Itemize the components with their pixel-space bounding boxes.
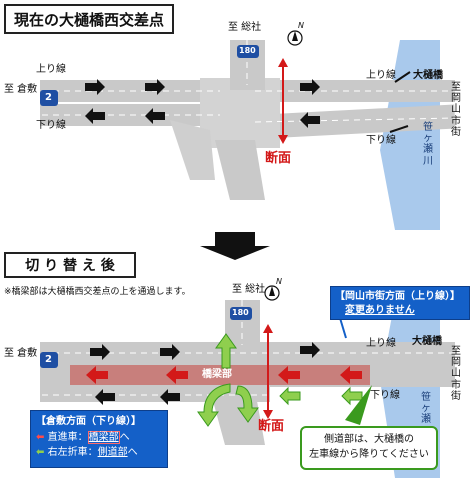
bottom-route2-shield (40, 352, 58, 368)
top-title: 現在の大樋橋西交差点 (4, 4, 174, 34)
top-road-sw (170, 120, 215, 180)
bottom-red-arrow-2 (166, 366, 188, 384)
kurashiki-row-straight: ⬅ 直進車：橋梁部へ (36, 430, 162, 446)
bottom-section-label: 断面 (258, 419, 285, 434)
bottom-north-letter: N (276, 277, 282, 286)
top-section-label: 断面 (265, 151, 292, 166)
top-north-letter: N (298, 21, 304, 30)
top-to-soja: 至 総社 (228, 22, 262, 33)
bottom-green-arrow-right1 (279, 386, 301, 406)
bottom-red-arrow-4 (340, 366, 362, 384)
bottom-route180-text: 180 (232, 308, 249, 317)
bottom-to-okayama: 至岡山市街 (451, 346, 461, 402)
top-arrow-2 (145, 79, 165, 95)
kurashiki-direction-box: 【倉敷方面（下り線）】 ⬅ 直進車：橋梁部へ ⬅ 右左折車：側道部へ (30, 410, 168, 468)
bottom-red-arrow-3 (278, 366, 300, 384)
bottom-to-soja: 至 総社 (232, 284, 266, 295)
top-route2-text: 2 (45, 92, 52, 103)
kurashiki-row1-link: 橋梁部 (87, 430, 120, 444)
side-road-callout: 側道部は、大樋橋の 左車線から降りてください (300, 426, 438, 470)
top-route180-shield (237, 45, 259, 58)
kurashiki-row2-prefix: 右左折車： (47, 447, 98, 458)
top-arrow-3 (85, 108, 105, 124)
bottom-green-arrow-right2 (341, 386, 363, 406)
bottom-to-kurashiki-1: 至 倉敷 (4, 348, 38, 359)
kurashiki-row2-link: 側道部 (97, 447, 128, 458)
transition-arrow (200, 232, 270, 260)
okayama-direction-box: 【岡山市街方面（上り線）】 変更ありません (330, 286, 470, 320)
top-road-east-down (254, 104, 456, 139)
top-to-kurashiki-1: 至 倉敷 (4, 84, 38, 95)
top-to-okayama: 至岡山市街 (451, 82, 461, 138)
kurashiki-row2-suffix: へ (127, 447, 138, 458)
okayama-box-body: 変更ありません (345, 305, 415, 316)
kurashiki-box-title: 【倉敷方面（下り線）】 (36, 416, 141, 427)
top-ohashi: 大樋橋 (413, 70, 443, 81)
top-arrow-5 (300, 79, 320, 95)
top-arrow-4 (145, 108, 165, 124)
top-arrow-1 (85, 79, 105, 95)
callout-line-2: 左車線から降りてください (309, 448, 429, 460)
bottom-east-up: 上り線 (366, 338, 396, 349)
bottom-red-arrow-1 (86, 366, 108, 384)
bottom-green-arrow-curve (235, 385, 259, 423)
green-arrow-icon: ⬅ (36, 447, 45, 458)
top-east-up: 上り線 (366, 70, 396, 81)
bottom-route180-shield (230, 307, 252, 320)
top-route2-shield (40, 90, 58, 106)
kurashiki-row-turn: ⬅ 右左折車：側道部へ (36, 445, 162, 461)
bottom-arrow-3 (300, 342, 320, 358)
bottom-green-arrow-left (197, 383, 231, 427)
bottom-ohashi: 大樋橋 (412, 336, 442, 347)
bottom-east-down: 下り線 (370, 390, 400, 401)
kurashiki-row1-prefix: 直進車： (47, 431, 88, 443)
okayama-box-title: 【岡山市街方面（上り線）】 (335, 291, 460, 302)
top-river-label: 笹ヶ瀬川 (423, 122, 433, 167)
top-road-south (215, 140, 265, 200)
bottom-arrow-2 (160, 344, 180, 360)
top-west-up: 上り線 (36, 64, 66, 75)
bottom-arrow-5 (160, 389, 180, 405)
top-route180-text: 180 (239, 46, 256, 55)
bottom-note: ※橋梁部は大樋橋西交差点の上を通過します。 (4, 287, 191, 297)
bottom-arrow-1 (90, 344, 110, 360)
bottom-bridge-label: 橋梁部 (202, 369, 232, 380)
bottom-route2-text: 2 (45, 354, 52, 365)
bottom-bridge (70, 365, 370, 385)
top-arrow-6 (300, 112, 320, 128)
top-west-down: 下り線 (36, 120, 66, 131)
top-east-down: 下り線 (366, 135, 396, 146)
callout-line-1: 側道部は、大樋橋の (324, 434, 414, 445)
bottom-arrow-4 (95, 389, 115, 405)
kurashiki-row1-suffix: へ (119, 431, 130, 443)
bottom-green-arrow-up (215, 333, 237, 369)
red-arrow-icon: ⬅ (36, 431, 45, 443)
bottom-title: 切 り 替 え 後 (4, 252, 136, 278)
